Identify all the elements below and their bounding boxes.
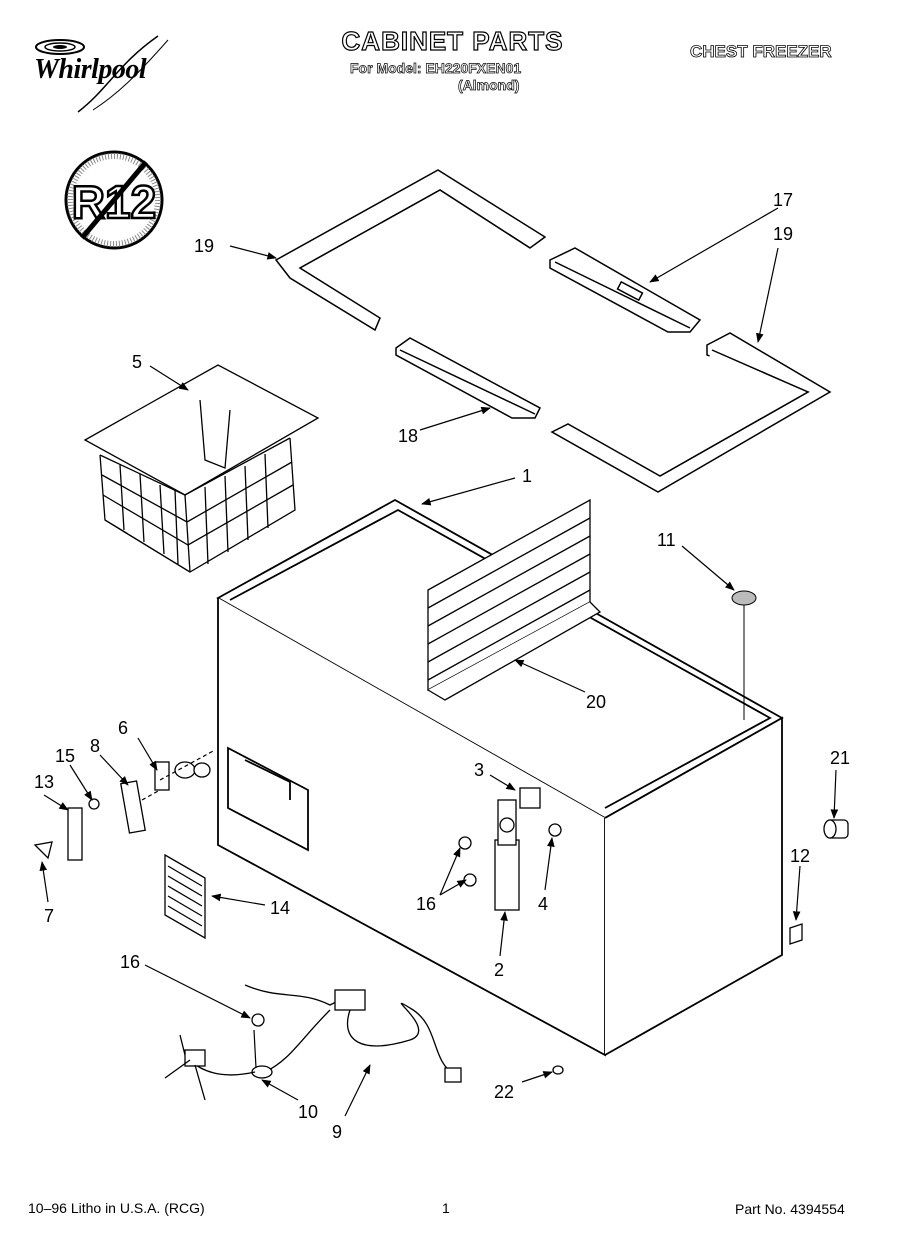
callout-10: 10	[298, 1102, 318, 1122]
callout-16-harness: 16	[120, 952, 140, 972]
wiring-harness	[164, 984, 462, 1101]
product-name: CHEST FREEZER	[690, 42, 832, 62]
callout-19-right: 19	[773, 224, 793, 244]
callout-12: 12	[790, 846, 810, 866]
callout-3: 3	[474, 760, 484, 780]
callout-5: 5	[132, 352, 142, 372]
leader-lines	[39, 207, 839, 1117]
page-title: CABINET PARTS	[341, 25, 564, 56]
print-info: 10–96 Litho in U.S.A. (RCG)	[28, 1200, 205, 1216]
brand-name: Whirlpool	[34, 54, 147, 85]
breaker-trim-left	[274, 169, 547, 332]
misc-parts	[552, 819, 849, 1075]
no-r12-badge: R12	[64, 150, 164, 250]
callout-15: 15	[55, 746, 75, 766]
callout-13: 13	[34, 772, 54, 792]
callout-19-left: 19	[194, 236, 214, 256]
callout-8: 8	[90, 736, 100, 756]
callout-7: 7	[44, 906, 54, 926]
breaker-trim-center	[549, 247, 702, 333]
model-line: For Model: EH220FXEN01	[350, 60, 522, 77]
callout-14: 14	[270, 898, 290, 918]
whirlpool-logo: Whirlpool	[18, 34, 188, 114]
callout-6: 6	[118, 718, 128, 738]
callout-9: 9	[332, 1122, 342, 1142]
callout-20: 20	[586, 692, 606, 712]
callout-21: 21	[830, 748, 850, 768]
callout-22: 22	[494, 1082, 514, 1102]
part-number: Part No. 4394554	[735, 1201, 845, 1217]
callout-17: 17	[773, 190, 793, 210]
control-parts	[33, 761, 211, 861]
wire-basket	[83, 364, 320, 573]
whirlpool-swirl-icon	[35, 35, 169, 113]
callout-4: 4	[538, 894, 548, 914]
callout-numbers: 19 17 19 18 5 1 11 20 21 3 4 2 16 12 14 …	[34, 190, 850, 1142]
callout-1: 1	[522, 466, 532, 486]
callout-18: 18	[398, 426, 418, 446]
color-line: (Almond)	[458, 77, 520, 94]
callout-16-hinge: 16	[416, 894, 436, 914]
callout-11: 11	[657, 530, 676, 550]
breaker-trim-front	[395, 337, 541, 419]
grille	[164, 853, 206, 940]
page-number: 1	[442, 1200, 450, 1216]
divider-panel	[427, 498, 602, 701]
breaker-trim-right	[550, 332, 832, 493]
lid-stop	[731, 590, 757, 720]
callout-2: 2	[494, 960, 504, 980]
